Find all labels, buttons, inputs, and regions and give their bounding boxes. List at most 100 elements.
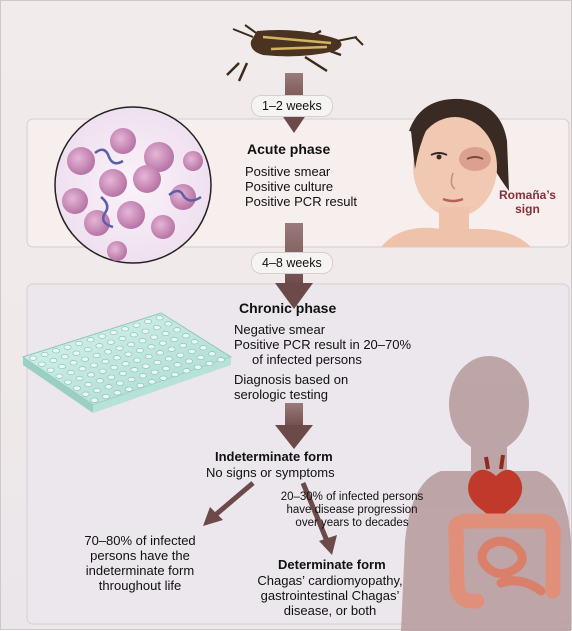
chronic-finding: of infected persons xyxy=(234,352,411,367)
microplate-well xyxy=(174,363,181,367)
microplate-well xyxy=(56,374,63,378)
chronic-finding: Positive PCR result in 20–70% xyxy=(234,337,411,352)
microplate-well xyxy=(87,338,94,342)
microplate-well xyxy=(96,344,103,348)
left-branch-line: persons have the xyxy=(55,548,225,563)
determinate-line: Chagas’ cardiomyopathy, xyxy=(237,573,423,588)
acute-finding: Positive PCR result xyxy=(245,194,357,209)
right-branch-line: 20–30% of infected persons xyxy=(263,491,441,504)
microplate-well xyxy=(128,342,135,346)
microplate-well xyxy=(73,351,80,355)
microplate-well xyxy=(88,373,95,377)
microplate-well xyxy=(130,333,137,337)
left-branch-line: indeterminate form xyxy=(55,563,225,578)
chronic-findings-list: Negative smear Positive PCR result in 20… xyxy=(234,322,411,367)
time-label-first: 1–2 weeks xyxy=(251,95,333,117)
microplate-well xyxy=(197,355,204,359)
microplate-well xyxy=(148,380,155,384)
acute-findings-list: Positive smear Positive culture Positive… xyxy=(245,164,357,209)
microplate-well xyxy=(105,350,112,354)
microplate-well xyxy=(125,352,132,356)
microplate-well xyxy=(93,353,100,357)
microplate-well xyxy=(110,330,117,334)
microplate-well xyxy=(82,357,89,361)
microplate-well xyxy=(174,328,181,332)
microplate-well xyxy=(76,341,83,345)
kissing-bug-illustration xyxy=(227,25,363,81)
microplate-well xyxy=(53,349,60,353)
microplate-well xyxy=(131,368,138,372)
microplate-well xyxy=(133,323,140,327)
microplate-well xyxy=(94,388,101,392)
microplate-well xyxy=(136,348,143,352)
microplate-well xyxy=(186,359,193,363)
microplate-well xyxy=(151,335,158,339)
microplate-well xyxy=(125,387,132,391)
microplate-well xyxy=(91,398,98,402)
microplate-well xyxy=(82,392,89,396)
microplate-well xyxy=(163,366,170,370)
chronic-phase-title: Chronic phase xyxy=(239,300,336,316)
microplate-well xyxy=(102,394,109,398)
right-branch-text: 20–30% of infected persons have disease … xyxy=(263,491,441,530)
microplate-well xyxy=(96,379,103,383)
romana-sign-line: Romaña’s xyxy=(499,188,556,202)
chronic-finding: Negative smear xyxy=(234,322,411,337)
microplate-well xyxy=(117,381,124,385)
microplate-well xyxy=(154,360,161,364)
microplate-well xyxy=(108,375,115,379)
acute-finding: Positive smear xyxy=(245,164,357,179)
microplate-well xyxy=(153,325,160,329)
microplate-well xyxy=(90,363,97,367)
microplate-well xyxy=(145,319,152,323)
microplate-well xyxy=(111,365,118,369)
left-branch-line: 70–80% of infected xyxy=(55,533,225,548)
microplate-well xyxy=(85,382,92,386)
microplate-well xyxy=(182,334,189,338)
microplate-well xyxy=(145,354,152,358)
microplate-well xyxy=(113,356,120,360)
right-branch-line: have disease progression xyxy=(263,504,441,517)
microplate-well xyxy=(128,377,135,381)
acute-phase-title: Acute phase xyxy=(247,141,330,157)
microplate-well xyxy=(159,341,166,345)
microplate-well xyxy=(171,337,178,341)
indeterminate-subtitle: No signs or symptoms xyxy=(206,465,335,480)
determinate-details: Chagas’ cardiomyopathy, gastrointestinal… xyxy=(237,573,423,618)
left-branch-line: throughout life xyxy=(55,578,225,593)
microplate-well xyxy=(119,371,126,375)
microplate-well xyxy=(165,322,172,326)
microplate-well xyxy=(105,385,112,389)
microplate-well xyxy=(70,361,77,365)
microplate-well xyxy=(99,369,106,373)
microplate-well xyxy=(206,361,213,365)
microplate-well xyxy=(177,353,184,357)
microplate-well xyxy=(47,368,54,372)
microplate-well xyxy=(142,364,149,368)
microplate-well xyxy=(114,391,121,395)
microplate-well xyxy=(191,340,198,344)
microplate-well xyxy=(156,316,163,320)
microplate-well xyxy=(200,346,207,350)
determinate-line: gastrointestinal Chagas’ xyxy=(237,588,423,603)
microplate-well xyxy=(183,369,190,373)
microplate-well xyxy=(107,340,114,344)
blood-smear-illustration xyxy=(55,107,211,263)
microplate-well xyxy=(41,352,48,356)
indeterminate-title: Indeterminate form xyxy=(215,449,333,464)
microplate-well xyxy=(38,362,45,366)
microplate-well xyxy=(217,358,224,362)
microplate-well xyxy=(76,376,83,380)
romana-sign-label: Romaña’s sign xyxy=(499,188,556,216)
microplate-well xyxy=(102,359,109,363)
microplate-well xyxy=(65,380,72,384)
serology-text: Diagnosis based on serologic testing xyxy=(234,372,348,402)
microplate-well xyxy=(142,329,149,333)
microplate-well xyxy=(29,356,36,360)
microplate-well xyxy=(151,370,158,374)
microplate-well xyxy=(61,355,68,359)
serology-line: serologic testing xyxy=(234,387,348,402)
microplate-well xyxy=(50,358,57,362)
microplate-well xyxy=(67,370,74,374)
microplate-well xyxy=(171,372,178,376)
